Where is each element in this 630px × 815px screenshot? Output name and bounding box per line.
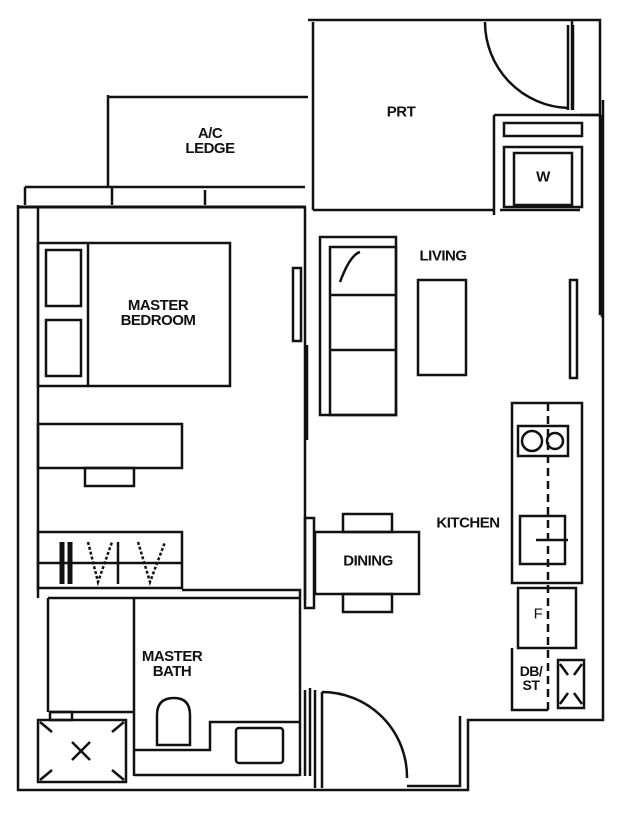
living-window <box>568 278 579 380</box>
room-label-dining: DINING <box>343 552 393 570</box>
exterior-walls <box>16 18 605 792</box>
fridge <box>516 586 578 650</box>
dining-table <box>303 512 421 614</box>
room-label-kitchen: KITCHEN <box>436 514 500 532</box>
db-st <box>510 648 586 712</box>
room-label-db-st: DB/ ST <box>519 663 543 693</box>
fixture-label-fridge: F <box>533 605 543 623</box>
master-bath <box>36 588 302 784</box>
room-label-master-bath: MASTER BATH <box>141 648 203 680</box>
prt-door <box>483 21 575 110</box>
room-label-ac-ledge: A/C LEDGE <box>185 125 235 157</box>
washer-area <box>313 113 600 215</box>
fixture-label-washer: W <box>536 168 550 186</box>
room-label-master-bedroom: MASTER BEDROOM <box>120 297 196 329</box>
room-label-prt: PRT <box>386 103 416 121</box>
kitchen-counter <box>510 401 584 710</box>
room-label-living: LIVING <box>419 247 467 265</box>
sofa <box>318 235 398 417</box>
coffee-table <box>416 278 468 377</box>
bedroom-desk <box>36 422 184 488</box>
wardrobe <box>36 530 184 590</box>
main-door <box>303 688 462 788</box>
bed <box>36 241 232 388</box>
